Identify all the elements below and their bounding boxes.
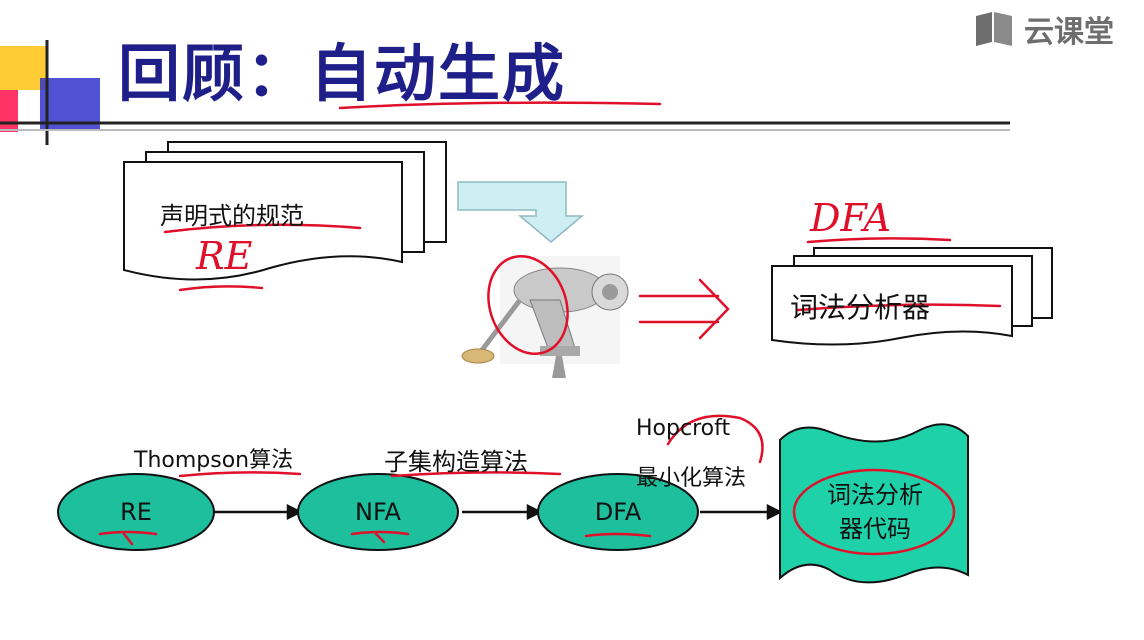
- flow-node-nfa: [297, 473, 459, 551]
- flow-node-re: [57, 473, 215, 551]
- corner-yellow-square: [0, 46, 46, 90]
- output-code-line1: 词法分析: [827, 481, 923, 509]
- output-code-doc: [779, 423, 969, 584]
- ink-dfa-text: DFA: [810, 196, 891, 240]
- ink-re-underline: [178, 285, 264, 292]
- ink-hopcroft-circle: [666, 414, 764, 464]
- meat-grinder-image: [461, 256, 629, 378]
- ink-double-arrow: [638, 278, 730, 340]
- edge-label-thompson: Thompson算法: [134, 448, 294, 473]
- slide-title: 回顾：自动生成: [118, 38, 566, 110]
- node-label-nfa: NFA: [355, 498, 401, 526]
- ink-output-circle: [792, 468, 956, 556]
- corner-blue-square: [40, 78, 100, 130]
- ink-re-node-mark: [98, 530, 158, 546]
- node-label-dfa: DFA: [594, 498, 642, 526]
- ink-analyzer-underline: [796, 303, 1002, 312]
- flow-edges: [214, 503, 783, 521]
- output-code-line2: 器代码: [839, 515, 911, 543]
- slide-title-prefix: 回顾：: [118, 37, 311, 110]
- ink-annotations: [98, 101, 1002, 556]
- node-label-re: RE: [120, 498, 152, 526]
- ink-dfa-node-mark: [584, 532, 652, 538]
- ink-title-underline: [338, 101, 662, 110]
- edge-label-minimization: 最小化算法: [636, 466, 747, 491]
- flow-node-dfa: [537, 473, 699, 551]
- brand-logo: 云课堂: [974, 12, 1114, 50]
- ink-re-text: RE: [196, 234, 253, 278]
- cloud-classroom-logo-icon: [976, 12, 1012, 46]
- spec-doc-label: 声明式的规范: [160, 202, 304, 230]
- edge-label-hopcroft: Hopcroft: [636, 416, 731, 441]
- down-right-arrow-icon: [457, 181, 585, 243]
- brand-name: 云课堂: [1024, 15, 1114, 50]
- ink-grinder-circle: [487, 255, 569, 355]
- slide-title-main: 自动生成: [310, 37, 567, 110]
- corner-pink-square: [0, 90, 18, 132]
- ink-spec-underline: [163, 223, 362, 234]
- analyzer-doc-label: 词法分析器: [790, 291, 931, 324]
- ink-dfa-underline: [806, 237, 952, 244]
- ink-subset-underline: [390, 471, 562, 478]
- output-code-label: 词法分析 器代码: [800, 478, 950, 546]
- ink-nfa-node-mark: [350, 530, 410, 544]
- edge-label-subset: 子集构造算法: [384, 448, 528, 476]
- ink-thompson-underline: [178, 471, 302, 478]
